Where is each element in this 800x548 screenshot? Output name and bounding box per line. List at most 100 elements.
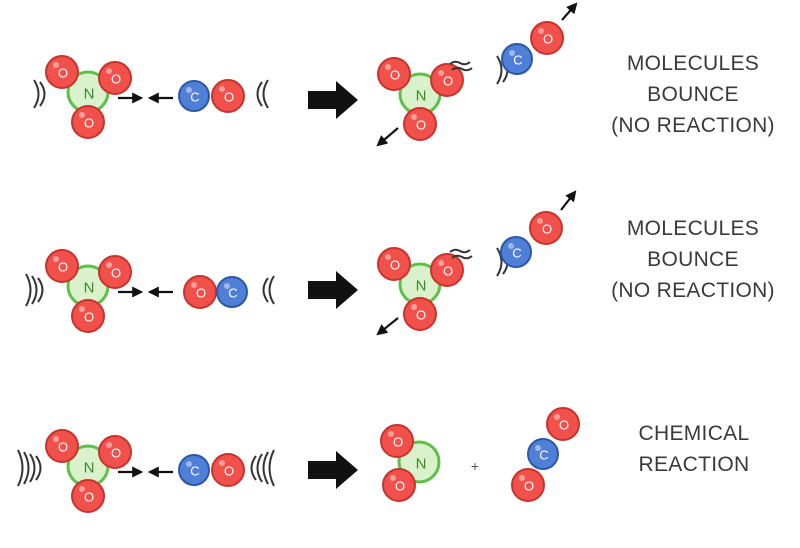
oxygen-label: O xyxy=(390,68,400,83)
impact-lines xyxy=(449,60,473,72)
oxygen-label: O xyxy=(111,72,121,87)
row-2-caption-line-1: MOLECULES xyxy=(626,217,760,240)
oxygen-circle xyxy=(45,429,79,463)
rebound-arrow xyxy=(376,127,399,147)
atom-highlight xyxy=(219,460,225,466)
oxygen-atom: O xyxy=(529,211,563,245)
carbon-circle xyxy=(500,236,532,268)
atom-highlight xyxy=(224,283,230,289)
oxygen-circle xyxy=(403,297,437,331)
atom-highlight xyxy=(186,87,192,93)
atom-highlight xyxy=(106,68,112,74)
oxygen-label: O xyxy=(443,74,453,89)
motion-line xyxy=(496,247,503,277)
carbon-label: C xyxy=(190,464,199,479)
nitrogen-label: N xyxy=(84,460,95,477)
oxygen-circle xyxy=(530,21,564,55)
oxygen-circle xyxy=(377,247,411,281)
atom-highlight xyxy=(554,414,560,420)
oxygen-circle xyxy=(45,55,79,89)
oxygen-label: O xyxy=(84,490,94,505)
oxygen-atom: O xyxy=(45,429,79,463)
oxygen-atom: O xyxy=(430,253,464,287)
oxygen-circle xyxy=(382,468,416,502)
oxygen-label: O xyxy=(443,264,453,279)
reaction-arrow xyxy=(308,81,358,119)
oxygen-circle xyxy=(430,253,464,287)
nitrogen-label: N xyxy=(416,278,427,295)
motion-lines-right xyxy=(250,449,275,487)
motion-lines-right xyxy=(262,275,275,305)
motion-line xyxy=(262,277,269,303)
motion-line xyxy=(39,81,46,107)
oxygen-circle xyxy=(98,255,132,289)
motion-lines-left xyxy=(33,79,46,109)
oxygen-circle xyxy=(71,299,105,333)
oxygen-circle xyxy=(380,424,414,458)
row-3-caption: CHEMICAL REACTION xyxy=(600,418,788,480)
carbon-label: C xyxy=(513,53,522,68)
oxygen-atom: O xyxy=(511,468,545,502)
nitrogen-label: N xyxy=(84,280,95,297)
oxygen-label: O xyxy=(84,116,94,131)
oxygen-label: O xyxy=(416,118,426,133)
carbon-circle xyxy=(527,438,559,470)
oxygen-circle xyxy=(71,105,105,139)
oxygen-atom: O xyxy=(45,249,79,283)
carbon-atom: C xyxy=(216,276,248,308)
oxygen-atom: O xyxy=(377,57,411,91)
nitrogen-label: N xyxy=(84,86,95,103)
oxygen-atom: O xyxy=(98,435,132,469)
oxygen-label: O xyxy=(224,90,234,105)
carbon-atom: C xyxy=(501,43,533,75)
motion-line xyxy=(262,79,269,109)
impact-lines xyxy=(449,248,473,260)
oxygen-label: O xyxy=(111,446,121,461)
oxygen-circle xyxy=(529,211,563,245)
motion-line xyxy=(256,453,263,483)
oxygen-atom: O xyxy=(380,424,414,458)
atom-highlight xyxy=(186,461,192,467)
rebound-arrow xyxy=(560,190,577,211)
motion-line xyxy=(31,275,38,305)
carbon-atom: C xyxy=(527,438,559,470)
atom-highlight xyxy=(53,62,59,68)
rebound-arrow xyxy=(376,317,399,336)
atom-highlight xyxy=(538,28,544,34)
oxygen-label: O xyxy=(559,418,569,433)
row-2-caption-line-3: (NO REACTION) xyxy=(611,279,775,302)
oxygen-circle xyxy=(211,79,245,113)
motion-line xyxy=(268,449,275,487)
impact-line xyxy=(451,66,473,72)
oxygen-circle xyxy=(71,479,105,513)
motion-lines-left xyxy=(25,273,44,307)
oxygen-atom: O xyxy=(403,107,437,141)
atom-highlight xyxy=(411,304,417,310)
atom-highlight xyxy=(106,262,112,268)
row-1-caption: MOLECULES BOUNCE (NO REACTION) xyxy=(586,48,800,141)
oxygen-circle xyxy=(45,249,79,283)
reaction-arrow xyxy=(308,451,358,489)
oxygen-atom: O xyxy=(430,63,464,97)
oxygen-label: O xyxy=(58,66,68,81)
motion-line xyxy=(256,81,263,107)
row-3-caption-line-1: CHEMICAL xyxy=(638,422,750,445)
impact-line xyxy=(449,248,471,254)
plus-sign: + xyxy=(471,458,479,474)
atom-highlight xyxy=(219,86,225,92)
atom-highlight xyxy=(79,112,85,118)
row-3-caption-line-2: REACTION xyxy=(638,453,750,476)
motion-line xyxy=(496,55,503,85)
oxygen-circle xyxy=(546,407,580,441)
atom-highlight xyxy=(411,114,417,120)
motion-line xyxy=(35,455,42,481)
atom-highlight xyxy=(53,436,59,442)
motion-lines-left xyxy=(17,449,42,487)
atom-highlight xyxy=(385,64,391,70)
carbon-atom: C xyxy=(178,454,210,486)
atom-highlight xyxy=(438,70,444,76)
carbon-atom: C xyxy=(178,80,210,112)
